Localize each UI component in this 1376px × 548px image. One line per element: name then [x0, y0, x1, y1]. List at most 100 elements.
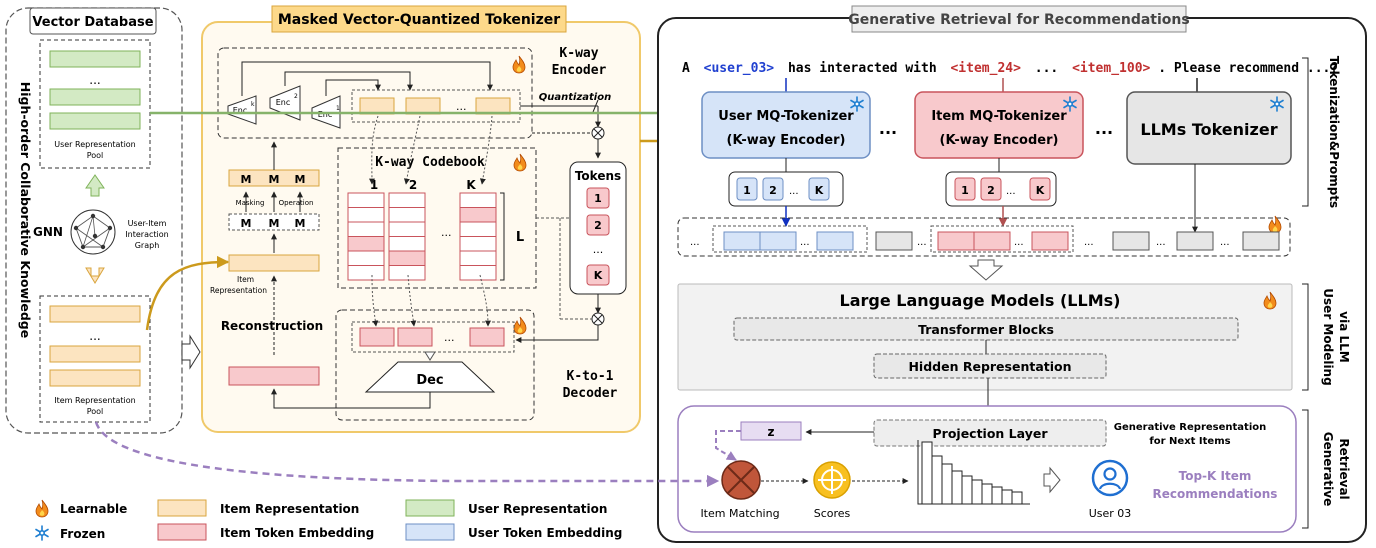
- hidden-label: Hidden Representation: [908, 359, 1071, 374]
- user-token-id: K: [815, 184, 824, 197]
- user-pool-label-1: User Representation: [54, 140, 136, 149]
- enc-2-sup: 2: [294, 93, 298, 100]
- enc-k-sup: k: [251, 101, 255, 108]
- score-histogram: [917, 440, 1030, 505]
- encoded-vector: [359, 97, 395, 115]
- codebook-entry: [388, 265, 426, 281]
- projection-layer: [873, 419, 1107, 447]
- user-token-embedding: [723, 231, 761, 251]
- codebook-header: 1: [370, 178, 378, 192]
- mask-row: [228, 213, 320, 231]
- dots: ...: [444, 331, 455, 344]
- token-chip: [586, 187, 610, 209]
- vector-database-panel: Vector Database High-order Collaborative…: [5, 7, 183, 434]
- item-pool-to-matching-arrow: [94, 421, 720, 488]
- legend: Learnable Frozen Item Representation Ite…: [35, 499, 622, 541]
- mvq-title-box: [271, 5, 567, 33]
- dots: ...: [456, 100, 467, 113]
- dots: ...: [1095, 119, 1113, 138]
- enc-2-label: Enc: [276, 98, 291, 107]
- scores-label: Scores: [814, 507, 851, 520]
- enc-1-label: Enc: [318, 110, 333, 119]
- codebook-entry: [347, 207, 385, 223]
- item-repr-bar: [49, 345, 141, 363]
- retrieval-label-1: Generative: [1321, 432, 1335, 507]
- dots: ...: [1006, 186, 1016, 197]
- codebook-column: [459, 192, 497, 281]
- codebook-column: [388, 192, 426, 281]
- gen-repr-label-1: Generative Representation: [1114, 422, 1267, 433]
- dots: ...: [690, 237, 700, 248]
- score-bar: [991, 486, 1003, 505]
- score-bar: [1011, 491, 1023, 505]
- topk-label-1: Top-K Item: [1179, 469, 1252, 483]
- mvq-tokenizer-panel: Masked Vector-Quantized Tokenizer K-way …: [201, 5, 641, 433]
- pool-ellipsis: ...: [89, 329, 100, 343]
- mask-token: M: [295, 217, 306, 230]
- codebook-entry: [388, 236, 426, 252]
- legend-user-token: User Token Embedding: [468, 526, 622, 540]
- text-token-embedding: [1112, 231, 1150, 251]
- codebook-L: L: [516, 230, 524, 245]
- generative-retrieval-panel: Generative Retrieval for Recommendations…: [657, 5, 1367, 543]
- codebook-entry: [388, 221, 426, 237]
- decoder-box: [335, 309, 535, 421]
- item-token-embedding: [1031, 231, 1069, 251]
- item-flow-arrow: [145, 255, 230, 331]
- dots: ...: [441, 226, 452, 239]
- item-token-embedding: [937, 231, 975, 251]
- user-repr-bar: [49, 50, 141, 68]
- user-icon: [1091, 459, 1129, 497]
- fire-icon: [35, 499, 49, 518]
- score-bar: [1001, 489, 1013, 505]
- codebook-entry: [347, 265, 385, 281]
- item-pool-label-1: Item Representation: [54, 396, 136, 405]
- item-repr-label-2: Representation: [210, 286, 267, 295]
- transformer-blocks: [733, 317, 1239, 341]
- enc-1-sup: 1: [336, 105, 340, 112]
- codebook-entry: [459, 236, 497, 252]
- score-bar: [971, 479, 983, 505]
- quantization-label: Quantization: [539, 92, 611, 103]
- token-chip: [586, 264, 610, 286]
- topk-label-2: Recommendations: [1153, 487, 1278, 501]
- tokens-label: Tokens: [575, 169, 621, 183]
- modeling-label-1: User Modeling: [1321, 288, 1335, 385]
- gnn-label: GNN: [33, 225, 63, 239]
- hollow-arrow: [968, 259, 1004, 281]
- mvq-title: Masked Vector-Quantized Tokenizer: [278, 12, 560, 28]
- decoder-input-token: [397, 327, 433, 347]
- mask-token: M: [241, 173, 252, 186]
- llm-tokenizer: [1126, 91, 1292, 165]
- codebook-entry: [459, 250, 497, 266]
- score-bar: [931, 455, 943, 505]
- item-pool-label-2: Pool: [87, 407, 104, 416]
- modeling-label-2: via LLM: [1337, 311, 1351, 362]
- item-token-id: 2: [987, 184, 995, 197]
- dots: ...: [789, 186, 799, 197]
- codebook-entry: [347, 192, 385, 208]
- score-bar: [981, 483, 993, 505]
- matching-label: Item Matching: [700, 507, 779, 520]
- decoder-label-1: K-to-1: [567, 369, 614, 384]
- dots: ...: [1014, 237, 1024, 248]
- histogram-axis: [917, 440, 1030, 505]
- mask-token: M: [269, 217, 280, 230]
- gen-title: Generative Retrieval for Recommendations: [848, 12, 1189, 28]
- user-mq-tokenizer: [701, 91, 871, 159]
- codebook-header: K: [466, 178, 476, 192]
- item-token-embedding: [973, 231, 1011, 251]
- codebook-header: 2: [409, 178, 417, 192]
- prompt-text: A <user_03> has interacted with <item_24…: [682, 61, 1338, 76]
- decoder-label-2: Decoder: [563, 386, 618, 401]
- text-token-embedding: [1176, 231, 1214, 251]
- decoder-shape: [364, 361, 496, 393]
- dec-label: Dec: [416, 373, 443, 388]
- score-bar: [921, 441, 933, 505]
- vector-database-title: Vector Database: [32, 15, 153, 30]
- tokenization-label: Tokenization&Prompts: [1327, 56, 1341, 208]
- codebook-entry: [347, 250, 385, 266]
- dots: ...: [1156, 237, 1166, 248]
- up-arrow: [85, 174, 105, 197]
